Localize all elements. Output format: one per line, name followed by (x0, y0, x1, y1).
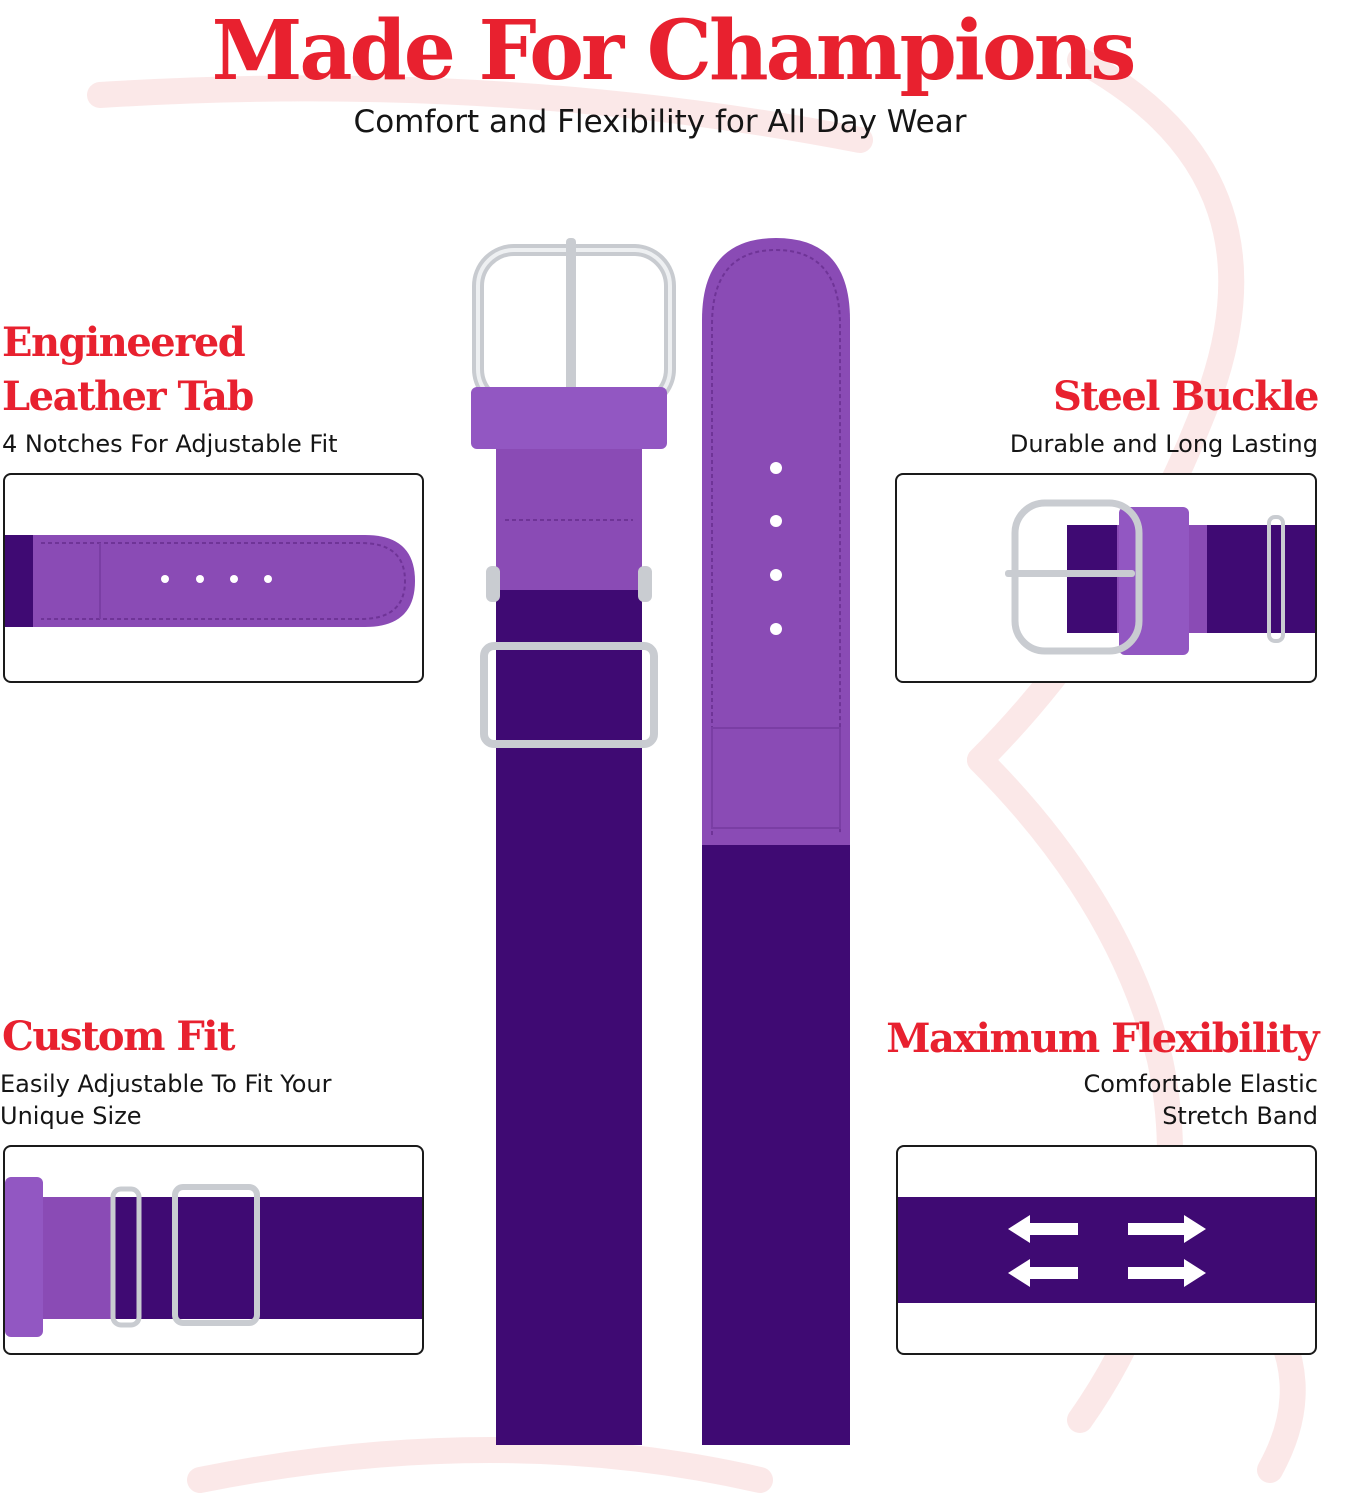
max-flex-description-line2: Stretch Band (1162, 1102, 1318, 1130)
page-subtitle: Comfort and Flexibility for All Day Wear (353, 104, 967, 140)
left-strap-elastic (496, 585, 642, 1445)
notch-hole (770, 462, 782, 474)
custom-fit-description-line2: Unique Size (0, 1102, 142, 1130)
steel-buckle-description: Durable and Long Lasting (1009, 430, 1318, 458)
leather-tab-description: 4 Notches For Adjustable Fit (2, 430, 338, 458)
buckle-image (1005, 499, 1315, 655)
right-strap-leather (702, 238, 850, 845)
custom-fit-closeup (3, 1145, 424, 1355)
buckle-prong (566, 238, 576, 406)
leather-keeper (471, 387, 667, 449)
elastic-band-image (898, 1197, 1315, 1303)
notch-hole (770, 623, 782, 635)
steel-buckle-title: Steel Buckle (1053, 373, 1320, 420)
max-flex-description-line1: Comfortable Elastic (1083, 1070, 1318, 1098)
leather-tab-title-line1: Engineered (2, 319, 246, 366)
custom-fit-title: Custom Fit (2, 1013, 235, 1060)
slider-buckle (480, 642, 658, 748)
leather-tab-image (5, 535, 415, 627)
custom-fit-description-line1: Easily Adjustable To Fit Your (0, 1070, 332, 1098)
notch-hole (770, 569, 782, 581)
slider-keeper-image (5, 1177, 422, 1337)
max-flex-closeup (896, 1145, 1317, 1355)
notch-hole (770, 515, 782, 527)
stretch-arrows-icon (1008, 1215, 1206, 1287)
steel-buckle-closeup (895, 473, 1317, 683)
leather-tab-title-line2: Leather Tab (2, 373, 254, 420)
right-strap-elastic (702, 845, 850, 1445)
max-flex-title: Maximum Flexibility (886, 1015, 1319, 1062)
page-title: Made For Champions (211, 3, 1137, 99)
leather-tab-closeup (3, 473, 424, 683)
